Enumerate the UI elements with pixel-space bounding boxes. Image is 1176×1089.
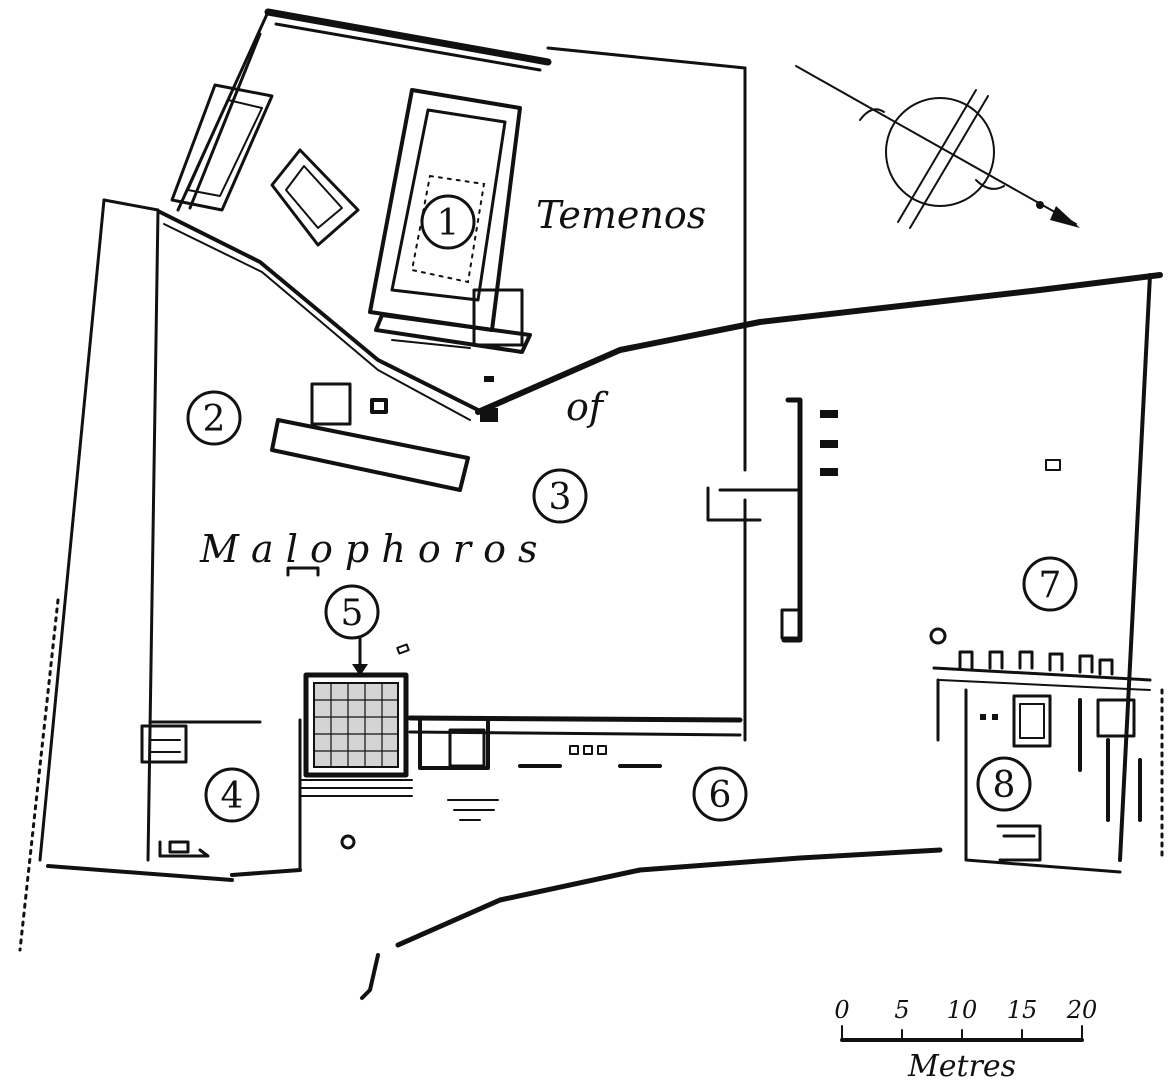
svg-text:7: 7 (1039, 565, 1062, 606)
site-marker-6: 6 (692, 766, 748, 822)
site-marker-7: 7 (1022, 556, 1078, 612)
scale-tick-15: 15 (1007, 996, 1038, 1024)
west-gate-structures (140, 724, 210, 858)
stoa-rooms (418, 716, 662, 821)
site-marker-8: 8 (976, 756, 1032, 812)
scale-tick-0: 0 (834, 996, 849, 1024)
propylon (286, 566, 413, 850)
boundary-walls (18, 272, 1164, 1000)
scale-bar: 0 5 10 15 20 Metres (834, 996, 1097, 1084)
svg-text:5: 5 (341, 593, 364, 634)
svg-text:8: 8 (993, 765, 1016, 806)
temenos-label: Temenos (536, 193, 706, 237)
megaron-temple (368, 88, 532, 382)
north-arrow-icon (795, 65, 1080, 229)
site-marker-4: 4 (204, 767, 260, 823)
scale-tick-10: 10 (947, 996, 978, 1024)
malophoros-label: M a l o p h o r o s (199, 527, 538, 571)
site-marker-2: 2 (186, 390, 242, 446)
svg-text:3: 3 (549, 477, 572, 518)
svg-text:2: 2 (203, 399, 226, 440)
site-marker-3: 3 (532, 468, 588, 524)
svg-text:1: 1 (437, 203, 460, 244)
scale-unit: Metres (907, 1049, 1016, 1084)
scale-tick-20: 20 (1066, 996, 1098, 1024)
svg-text:4: 4 (221, 776, 244, 817)
site-marker-1: 1 (420, 194, 476, 250)
scale-tick-5: 5 (894, 996, 909, 1024)
east-temenos-structures (706, 397, 1061, 643)
of-label: of (566, 385, 609, 429)
eastern-complex (929, 627, 1152, 874)
svg-text:6: 6 (709, 775, 732, 816)
altar-structure (270, 382, 498, 492)
north-west-structures (170, 83, 360, 247)
site-marker-5: 5 (324, 584, 380, 640)
